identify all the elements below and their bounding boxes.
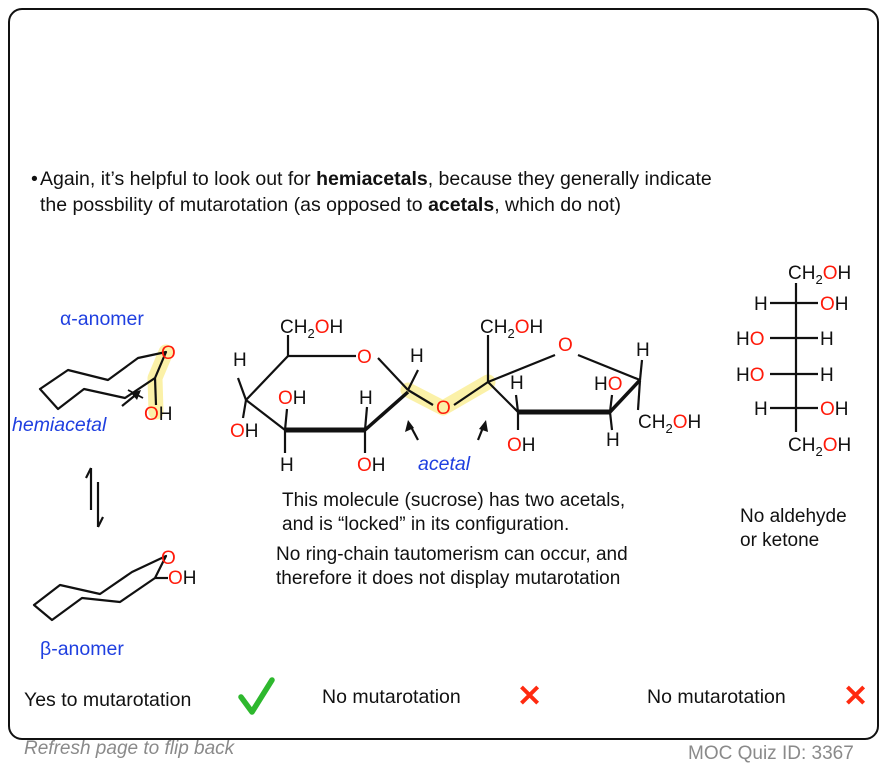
atom-h: H xyxy=(233,350,247,371)
beta-hydroxyl: OH xyxy=(168,568,197,589)
caption-line: or ketone xyxy=(740,530,820,551)
caption-line: No ring-chain tautomerism can occur, and xyxy=(276,544,628,565)
hydroxyl-group: OH xyxy=(230,421,259,442)
atom-h: H xyxy=(636,340,650,361)
quiz-id: MOC Quiz ID: 3367 xyxy=(688,743,854,764)
atom-h: H xyxy=(510,373,524,394)
fructose-ring-oxygen: O xyxy=(558,335,573,356)
fischer-ch2oh-bottom: CH2OH xyxy=(788,435,851,459)
verdict-middle: No mutarotation xyxy=(322,686,461,708)
sucrose-caption: This molecule (sucrose) has two acetals,… xyxy=(282,489,625,537)
hydroxyl-group: OH xyxy=(820,294,849,315)
equilibrium-arrows-icon xyxy=(85,467,104,528)
caption-line: No aldehyde xyxy=(740,506,847,527)
verdict-left: Yes to mutarotation xyxy=(24,689,192,711)
hydroxyl-group: OH xyxy=(357,455,386,476)
atom-h: H xyxy=(754,399,768,420)
refresh-hint: Refresh page to flip back xyxy=(24,738,235,759)
beta-anomer-structure xyxy=(32,554,168,622)
atom-h: H xyxy=(606,430,620,451)
tautomerism-caption: No ring-chain tautomerism can occur, and… xyxy=(276,543,628,591)
atom-h: H xyxy=(820,329,834,350)
cross-icon: ✕ xyxy=(517,680,543,713)
cross-icon: ✕ xyxy=(843,680,869,713)
alpha-hydroxyl: OH xyxy=(144,404,173,425)
beta-anomer-label: β-anomer xyxy=(40,638,124,660)
glycosidic-oxygen: O xyxy=(436,398,451,419)
hydroxyl-group: OH xyxy=(278,388,307,409)
fructose-ch2oh: CH2OH xyxy=(638,412,701,436)
acetal-arrows-icon xyxy=(405,420,488,441)
verdict-right: No mutarotation xyxy=(647,686,786,708)
checkmark-icon xyxy=(238,677,275,715)
hydroxyl-group: OH xyxy=(820,399,849,420)
atom-h: H xyxy=(754,294,768,315)
bullet-dot: • xyxy=(31,168,38,190)
term-acetals: acetals xyxy=(428,194,495,216)
alpha-ring-oxygen: O xyxy=(161,343,176,364)
fischer-projection xyxy=(770,283,818,432)
caption-line: This molecule (sucrose) has two acetals, xyxy=(282,490,626,511)
sucrose-structure xyxy=(236,335,644,453)
atom-h: H xyxy=(410,346,424,367)
fructose-ch2oh: CH2OH xyxy=(480,317,543,341)
hemiacetal-arrow-icon xyxy=(121,390,141,407)
beta-ring-oxygen: O xyxy=(161,548,176,569)
intro-text-segment: Again, it’s helpful to look out for xyxy=(40,168,317,190)
intro-text-segment: , which do not) xyxy=(494,194,622,216)
term-hemiacetals: hemiacetals xyxy=(316,168,428,190)
hydroxyl-group: OH xyxy=(507,435,536,456)
atom-h: H xyxy=(280,455,294,476)
atom-h: H xyxy=(359,388,373,409)
hydroxyl-group: HO xyxy=(736,365,765,386)
hydroxyl-group: HO xyxy=(594,374,623,395)
fischer-ch2oh-top: CH2OH xyxy=(788,263,851,287)
alpha-anomer-structure xyxy=(38,350,168,411)
glucose-ring-oxygen: O xyxy=(357,347,372,368)
intro-text: • Again, it’s helpful to look out for he… xyxy=(31,166,840,218)
atom-h: H xyxy=(820,365,834,386)
caption-line: and is “locked” in its configuration. xyxy=(282,514,570,535)
fischer-caption: No aldehyde or ketone xyxy=(740,505,847,553)
intro-text-segment: , because they generally indicate xyxy=(427,168,712,190)
intro-text-segment: the possbility of mutarotation (as oppos… xyxy=(40,194,429,216)
acetal-label: acetal xyxy=(418,453,471,475)
hydroxyl-group: HO xyxy=(736,329,765,350)
caption-line: therefore it does not display mutarotati… xyxy=(276,568,621,589)
glucose-ch2oh: CH2OH xyxy=(280,317,343,341)
hemiacetal-label: hemiacetal xyxy=(12,414,107,436)
alpha-anomer-label: α-anomer xyxy=(60,308,144,330)
